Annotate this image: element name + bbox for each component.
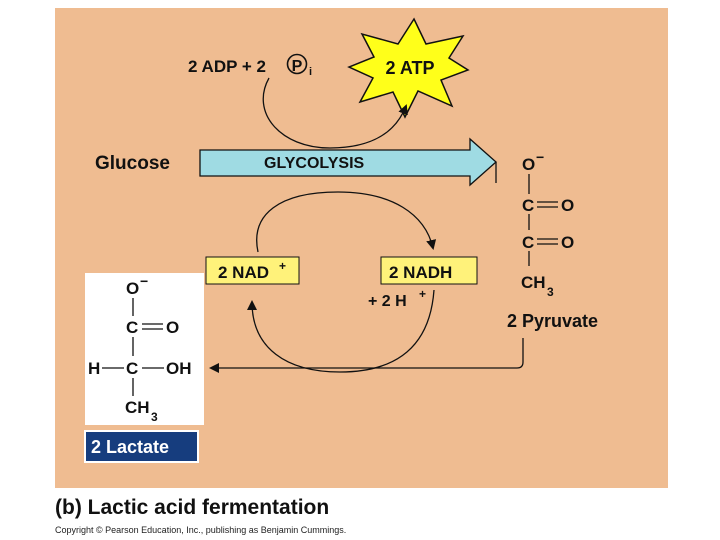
pyruvate-o-minus: O bbox=[522, 155, 535, 174]
pyruvate-methyl: CH bbox=[521, 273, 546, 292]
lactate-methyl-subscript: 3 bbox=[151, 410, 158, 424]
pyruvate-carbon-1: C bbox=[522, 196, 534, 215]
lactate-carbon-2: C bbox=[126, 359, 138, 378]
nad-plus-label: 2 NAD bbox=[218, 263, 269, 282]
lactate-hydroxyl: OH bbox=[166, 359, 192, 378]
lactate-minus-sign: − bbox=[140, 273, 148, 289]
lactate-oxygen-1: O bbox=[166, 318, 179, 337]
pyruvate-to-lactate-arrow bbox=[209, 338, 524, 373]
lactate-structure-box bbox=[85, 273, 204, 425]
lactate-structure: O − C O H C OH CH 3 bbox=[88, 273, 192, 424]
atp-burst-icon bbox=[347, 17, 470, 119]
phosphate-symbol: P bbox=[292, 58, 303, 75]
glycolysis-label: GLYCOLYSIS bbox=[264, 155, 365, 172]
nadh-box bbox=[380, 256, 478, 285]
pyruvate-structure: O − C O C O CH 3 bbox=[521, 149, 574, 299]
nad-plus-box bbox=[205, 256, 300, 285]
atp-formation-arrow bbox=[262, 77, 408, 149]
pyruvate-oxygen-1: O bbox=[561, 196, 574, 215]
h-plus-superscript: + bbox=[419, 287, 426, 301]
copyright-notice: Copyright © Pearson Education, Inc., pub… bbox=[55, 525, 347, 535]
lactate-carbon-1: C bbox=[126, 318, 138, 337]
nad-regeneration-arrow bbox=[247, 289, 435, 373]
nadh-label: 2 NADH bbox=[389, 263, 452, 282]
pyruvate-oxygen-2: O bbox=[561, 233, 574, 252]
lactate-label: 2 Lactate bbox=[91, 437, 169, 457]
phosphate-circle-icon bbox=[286, 53, 308, 75]
atp-label: 2 ATP bbox=[385, 58, 434, 78]
h-plus-label: + 2 H bbox=[368, 293, 407, 310]
glycolysis-arrow bbox=[199, 137, 497, 187]
pyruvate-carbon-2: C bbox=[522, 233, 534, 252]
phosphate-subscript: i bbox=[309, 66, 312, 78]
nad-reduction-arrow bbox=[256, 191, 437, 253]
adp-pi-label: 2 ADP + 2 bbox=[188, 57, 266, 76]
nad-plus-superscript: + bbox=[279, 259, 286, 273]
lactate-label-box bbox=[84, 430, 199, 463]
figure-caption: (b) Lactic acid fermentation bbox=[55, 496, 330, 519]
pyruvate-label: 2 Pyruvate bbox=[507, 311, 598, 331]
lactate-methyl: CH bbox=[125, 398, 150, 417]
pyruvate-methyl-subscript: 3 bbox=[547, 285, 554, 299]
lactate-o-minus: O bbox=[126, 279, 139, 298]
lactate-hydrogen: H bbox=[88, 359, 100, 378]
pyruvate-minus-sign: − bbox=[536, 149, 544, 165]
glucose-label: Glucose bbox=[95, 153, 170, 174]
